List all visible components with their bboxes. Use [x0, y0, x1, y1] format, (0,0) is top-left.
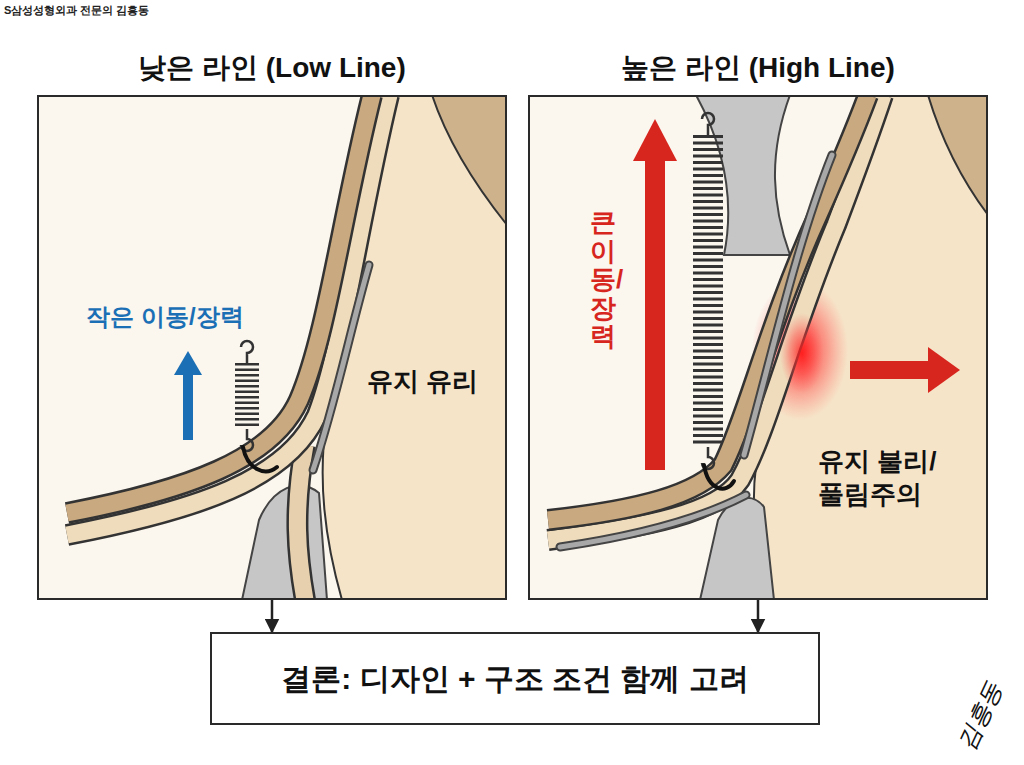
- conclusion-text: 결론: 디자인 + 구조 조건 함께 고려: [281, 660, 749, 698]
- high-line-panel: 높은 라인 (High Line) 큰 이동/장력유지 불리/ 풀림주의: [528, 40, 988, 600]
- fascia-outline: [313, 265, 369, 470]
- low-line-illustration: [37, 95, 507, 600]
- small-lift-arrow: [183, 370, 193, 440]
- large-lift-arrowhead: [633, 119, 677, 161]
- strain-glow-core: [780, 313, 824, 393]
- retention-label: 유지 불리/ 풀림주의: [818, 445, 958, 510]
- flow-connector: [757, 600, 760, 632]
- panel-ground: [37, 95, 507, 600]
- signature: 김흥동: [948, 671, 1013, 761]
- fascia-line: [560, 495, 746, 547]
- suture-loop: [704, 465, 734, 489]
- spring-coil: [235, 363, 259, 429]
- high-line-illustration: [528, 95, 988, 600]
- spring-hook: [241, 341, 253, 363]
- release-arrowhead: [928, 347, 960, 393]
- lower-layer: [297, 445, 305, 600]
- fascia-outline: [560, 495, 746, 547]
- tension-label: 작은 이동/장력: [65, 302, 265, 332]
- fascia-line: [313, 265, 369, 470]
- upper-layer: [928, 95, 988, 215]
- watermark: S삼성성형외과 전문의 김흥동: [4, 3, 149, 18]
- conclusion-box: 결론: 디자인 + 구조 조건 함께 고려: [210, 632, 820, 725]
- spring-coil: [693, 135, 723, 447]
- small-lift-arrowhead: [174, 351, 202, 375]
- fascia-line: [744, 155, 832, 455]
- upper-layer: [432, 95, 507, 225]
- deep-structure: [242, 486, 327, 600]
- release-arrow: [850, 361, 933, 379]
- spring-hook: [702, 113, 714, 135]
- large-lift-arrow: [645, 155, 665, 470]
- fascia-outline: [744, 155, 832, 455]
- low-line-panel: 낮은 라인 (Low Line) 작은 이동/장력유지 유리: [37, 40, 507, 600]
- panel-heading: 높은 라인 (High Line): [528, 50, 988, 85]
- tension-label: 큰 이동/장력: [590, 208, 616, 351]
- layer-outline: [297, 445, 305, 600]
- panel-frame: [37, 95, 507, 600]
- suture-loop: [243, 447, 277, 471]
- panel-heading: 낮은 라인 (Low Line): [37, 50, 507, 85]
- tissue-region: [754, 95, 988, 600]
- panel-ground: [528, 95, 988, 600]
- retention-label: 유지 유리: [367, 365, 497, 398]
- flow-connector: [271, 600, 274, 632]
